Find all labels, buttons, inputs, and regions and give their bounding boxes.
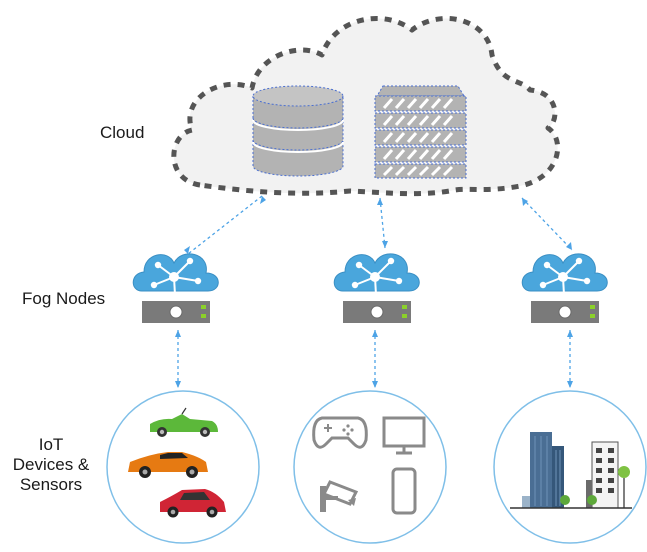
cloud-shape xyxy=(171,15,561,197)
fog-node-middle xyxy=(333,252,421,324)
green-convertible-icon xyxy=(150,407,218,437)
fog-node-left xyxy=(132,252,220,324)
connector-cloud-fog-left xyxy=(187,195,263,255)
skyscraper-icon xyxy=(522,432,570,508)
iot-label-line1: IoT xyxy=(38,435,64,454)
gamepad-icon xyxy=(312,416,368,449)
connector-arrowheads xyxy=(175,196,573,388)
security-camera-icon xyxy=(320,480,359,512)
iot-label-line2: Devices & xyxy=(12,455,90,474)
cloud-label: Cloud xyxy=(100,123,145,142)
apartment-building-icon xyxy=(510,441,632,509)
orange-sports-car-icon xyxy=(128,452,208,478)
iot-label-line3: Sensors xyxy=(19,475,83,494)
connector-cloud-fog-right xyxy=(521,197,573,251)
fog-nodes-label: Fog Nodes xyxy=(22,289,106,308)
iot-label: IoT Devices & Sensors xyxy=(6,435,96,495)
database-icon xyxy=(252,85,344,177)
red-hatchback-icon xyxy=(160,489,226,518)
connector-cloud-fog-middle xyxy=(379,197,386,249)
smartphone-icon xyxy=(391,467,417,515)
iot-group-devices xyxy=(293,390,447,544)
server-rack-icon xyxy=(374,85,467,179)
fog-node-right xyxy=(521,252,609,324)
monitor-icon xyxy=(382,416,426,455)
